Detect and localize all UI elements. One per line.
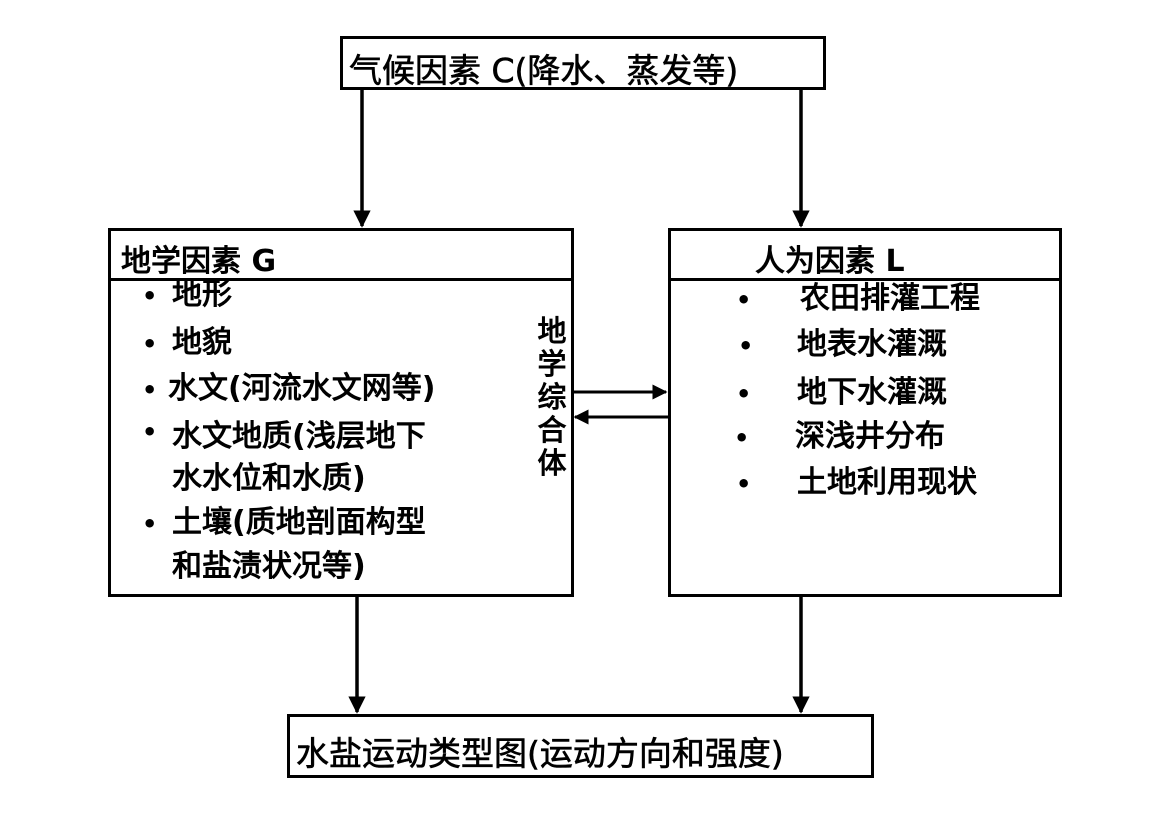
human-item-farmland-drainage: 农田排灌工程 — [800, 281, 980, 316]
geo-item-hydrogeology-line1: 水文地质(浅层地下 — [172, 419, 426, 454]
climate-factor-label: 气候因素 C(降水、蒸发等) — [349, 51, 739, 91]
geo-item-soil-line2: 和盐渍状况等) — [172, 549, 366, 584]
result-box: 水盐运动类型图(运动方向和强度) — [287, 714, 874, 778]
bullet-icon: • — [142, 418, 158, 446]
bullet-icon: • — [142, 376, 158, 404]
human-factor-title: 人为因素 L — [755, 244, 905, 279]
human-item-well-distribution: 深浅井分布 — [795, 419, 945, 454]
climate-factor-box: 气候因素 C(降水、蒸发等) — [340, 36, 826, 90]
human-item-surface-irrigation: 地表水灌溉 — [797, 327, 947, 362]
bullet-icon: • — [734, 424, 750, 452]
human-factor-header: 人为因素 L — [671, 231, 1059, 281]
geo-synthesis-text: 地学综合体 — [537, 314, 567, 480]
geo-synthesis-label: 地学综合体 — [535, 315, 569, 480]
geo-factor-header: 地学因素 G — [111, 231, 571, 281]
bullet-icon: • — [738, 332, 754, 360]
human-item-land-use: 土地利用现状 — [797, 465, 977, 500]
geo-item-hydrology: 水文(河流水文网等) — [168, 371, 436, 406]
geo-item-geomorphology: 地貌 — [172, 325, 232, 360]
geo-item-landform: 地形 — [172, 277, 232, 312]
human-item-groundwater-irrigation: 地下水灌溉 — [797, 375, 947, 410]
geo-item-hydrogeology-line2: 水水位和水质) — [172, 461, 366, 496]
geo-item-soil-line1: 土壤(质地剖面构型 — [172, 505, 426, 540]
geo-factor-box: 地学因素 G — [108, 228, 574, 597]
bullet-icon: • — [736, 380, 752, 408]
human-factor-box: 人为因素 L — [668, 228, 1062, 597]
bullet-icon: • — [142, 330, 158, 358]
result-label: 水盐运动类型图(运动方向和强度) — [296, 734, 784, 774]
bullet-icon: • — [736, 470, 752, 498]
bullet-icon: • — [142, 282, 158, 310]
geo-factor-title: 地学因素 G — [121, 244, 277, 279]
bullet-icon: • — [736, 286, 752, 314]
bullet-icon: • — [142, 510, 158, 538]
